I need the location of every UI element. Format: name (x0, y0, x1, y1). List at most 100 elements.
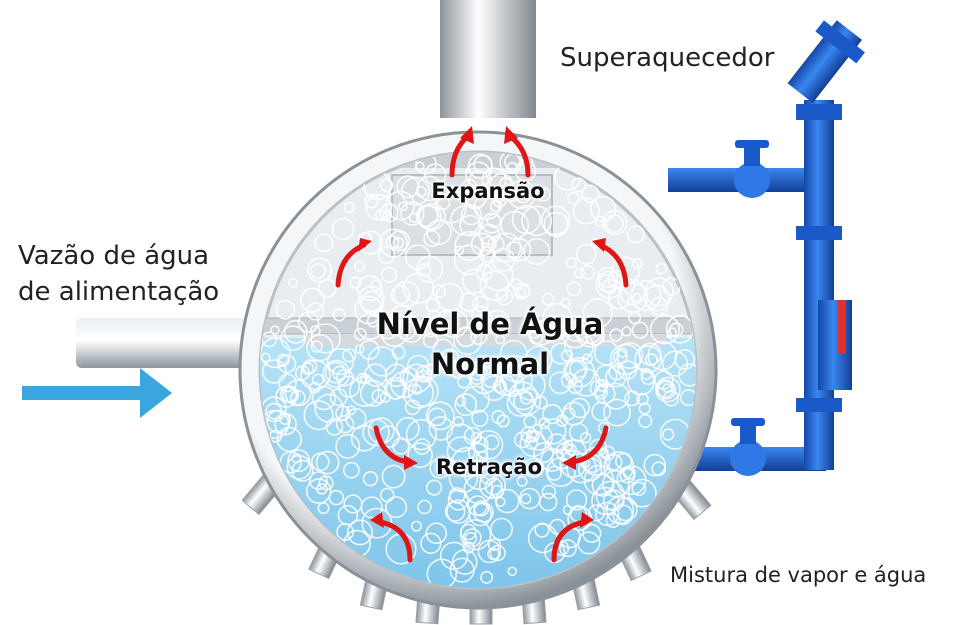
bubble (370, 279, 382, 292)
bubble (314, 233, 334, 253)
bubble (616, 342, 644, 369)
bubble (638, 413, 653, 429)
bubble (425, 401, 455, 431)
bubble (415, 255, 444, 283)
bubble (520, 493, 532, 505)
bubble (376, 316, 400, 340)
bubble (306, 302, 325, 321)
bubble (364, 194, 379, 209)
bubble (548, 371, 572, 395)
bubble (510, 278, 522, 290)
bubble (667, 327, 678, 338)
bubble (574, 267, 586, 279)
arrow-bottom-right (551, 519, 587, 563)
bubble (371, 388, 387, 404)
bubble (392, 237, 405, 249)
bubble (572, 197, 600, 225)
bubble (515, 370, 546, 401)
upper-valve-icon (734, 162, 770, 198)
bubble (580, 264, 595, 280)
bubble (311, 373, 325, 386)
bubble (484, 309, 511, 336)
bubble (450, 365, 465, 379)
bubble (420, 532, 442, 554)
bubble (362, 471, 379, 487)
bubble (487, 538, 501, 552)
bubble (377, 246, 396, 264)
bubble (331, 217, 355, 241)
bubble (291, 453, 302, 464)
lower-valve-icon (730, 440, 766, 476)
bubble (482, 312, 494, 323)
bubble (560, 298, 571, 309)
bubble (299, 287, 325, 313)
bubble (385, 496, 408, 519)
bubble (417, 499, 432, 515)
bubble (335, 414, 355, 434)
bubble (379, 487, 395, 503)
bubble (631, 481, 647, 497)
bubble (576, 317, 603, 345)
bubble (299, 359, 331, 391)
arrow-bottom-left (377, 519, 413, 563)
bubble (524, 319, 544, 339)
bubble (465, 185, 488, 208)
bubble (561, 321, 589, 349)
bubble (582, 298, 613, 329)
bubble (390, 285, 411, 305)
bubble (559, 539, 577, 558)
bubble (342, 348, 357, 363)
bubble (317, 502, 330, 515)
bubble (405, 418, 438, 451)
bubble (579, 432, 592, 444)
expansion-label: Expansão (431, 179, 545, 203)
bubble (674, 349, 696, 370)
bubble (378, 228, 408, 258)
bubble (655, 262, 668, 275)
bubble (395, 319, 417, 341)
bubble (661, 428, 675, 441)
bubble (379, 203, 399, 223)
bubble (276, 353, 290, 367)
bubble (446, 423, 476, 453)
bubble (589, 438, 608, 457)
bubble (605, 453, 623, 471)
bubble (543, 211, 569, 238)
bubble (337, 375, 361, 398)
bubble (515, 187, 531, 204)
bubble (446, 499, 471, 524)
bubble (379, 391, 392, 403)
bubble (541, 484, 557, 500)
bubble (638, 402, 651, 415)
bubble (349, 276, 362, 289)
bubble (322, 359, 351, 388)
bubble (336, 523, 355, 541)
bubble (548, 321, 562, 335)
bubble (400, 176, 430, 206)
bubble (565, 257, 577, 269)
bubble (318, 475, 334, 491)
sight-glass-scale (838, 300, 846, 354)
bubble (425, 522, 448, 545)
bubble (379, 178, 394, 192)
bubble (471, 409, 489, 427)
bubble (343, 201, 356, 214)
bubble (362, 418, 390, 447)
bubble (619, 279, 646, 306)
bubble (651, 461, 667, 477)
bubble (354, 261, 365, 272)
bubble (488, 173, 514, 199)
bubble (305, 478, 332, 504)
bubble (467, 361, 488, 381)
bubble (594, 501, 620, 527)
bubble (449, 557, 475, 583)
bubble (453, 244, 485, 276)
bubble (567, 378, 584, 395)
bubble (612, 504, 634, 526)
bubble (398, 201, 408, 212)
bubble (454, 393, 478, 417)
bubble (516, 475, 528, 487)
bubble (315, 450, 340, 475)
bubble (565, 489, 588, 511)
